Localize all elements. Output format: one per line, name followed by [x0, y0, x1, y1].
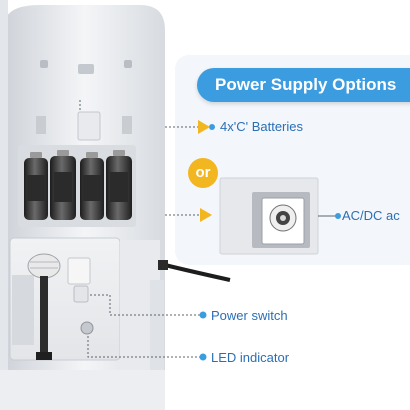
- arrow-icon: [200, 208, 212, 222]
- power-switch[interactable]: [73, 285, 89, 303]
- c-batteries: [24, 150, 132, 220]
- led-indicator-callout: LED indicator: [211, 350, 290, 365]
- bullet-icon: [199, 311, 207, 319]
- arrow-icon: [198, 120, 210, 134]
- power-supply-title: Power Supply Options: [197, 68, 410, 102]
- mount-hole: [40, 60, 48, 68]
- bullet-icon: [335, 213, 341, 219]
- gear: [27, 253, 61, 279]
- bullet-icon: [199, 353, 207, 361]
- drive-shaft: [40, 276, 48, 356]
- led-indicator: [80, 321, 94, 335]
- acdc-callout: AC/DC ac: [342, 208, 400, 223]
- or-badge: or: [188, 158, 218, 188]
- power-cable: [164, 263, 231, 282]
- mount-hole: [124, 60, 132, 68]
- power-switch-callout: Power switch: [211, 308, 288, 323]
- batteries-callout: 4x'C' Batteries: [220, 119, 303, 134]
- bullet-icon: [209, 124, 215, 130]
